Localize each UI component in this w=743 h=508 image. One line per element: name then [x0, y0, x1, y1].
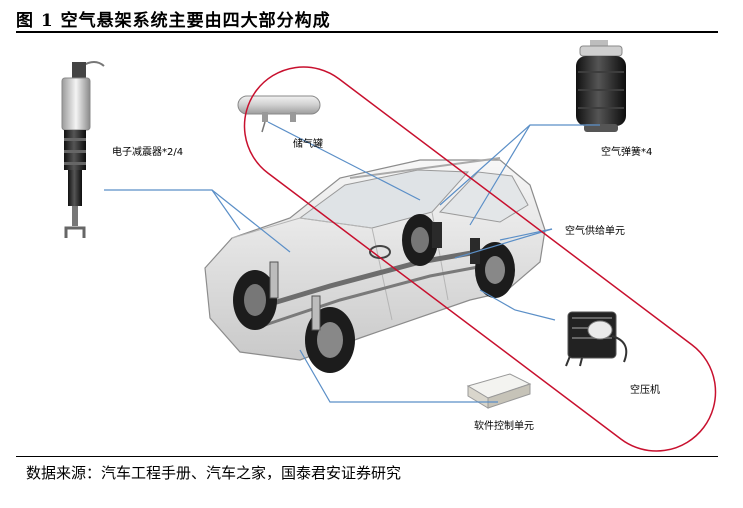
label-air-supply: 空气供给单元 — [565, 224, 625, 237]
figure-source: 数据来源：汽车工程手册、汽车之家，国泰君安证券研究 — [26, 464, 402, 482]
bottom-divider — [16, 456, 718, 457]
label-air-spring: 空气弹簧*4 — [601, 145, 652, 158]
top-divider — [16, 31, 718, 33]
highlight-outline — [243, 66, 717, 452]
label-shock-absorber: 电子减震器*2/4 — [112, 145, 183, 158]
label-control-unit: 软件控制单元 — [474, 419, 534, 432]
car-illustration — [204, 157, 546, 373]
shock-absorber-image — [61, 61, 105, 238]
leader-lines — [104, 121, 600, 403]
air-spring-image — [576, 40, 626, 132]
label-reservoir: 储气罐 — [293, 137, 323, 150]
control-unit-image — [466, 373, 532, 409]
figure-title: 图 1 空气悬架系统主要由四大部分构成 — [16, 11, 331, 31]
compressor-image — [565, 311, 628, 367]
reservoir-tank-image — [237, 95, 321, 133]
label-compressor: 空压机 — [630, 383, 660, 396]
